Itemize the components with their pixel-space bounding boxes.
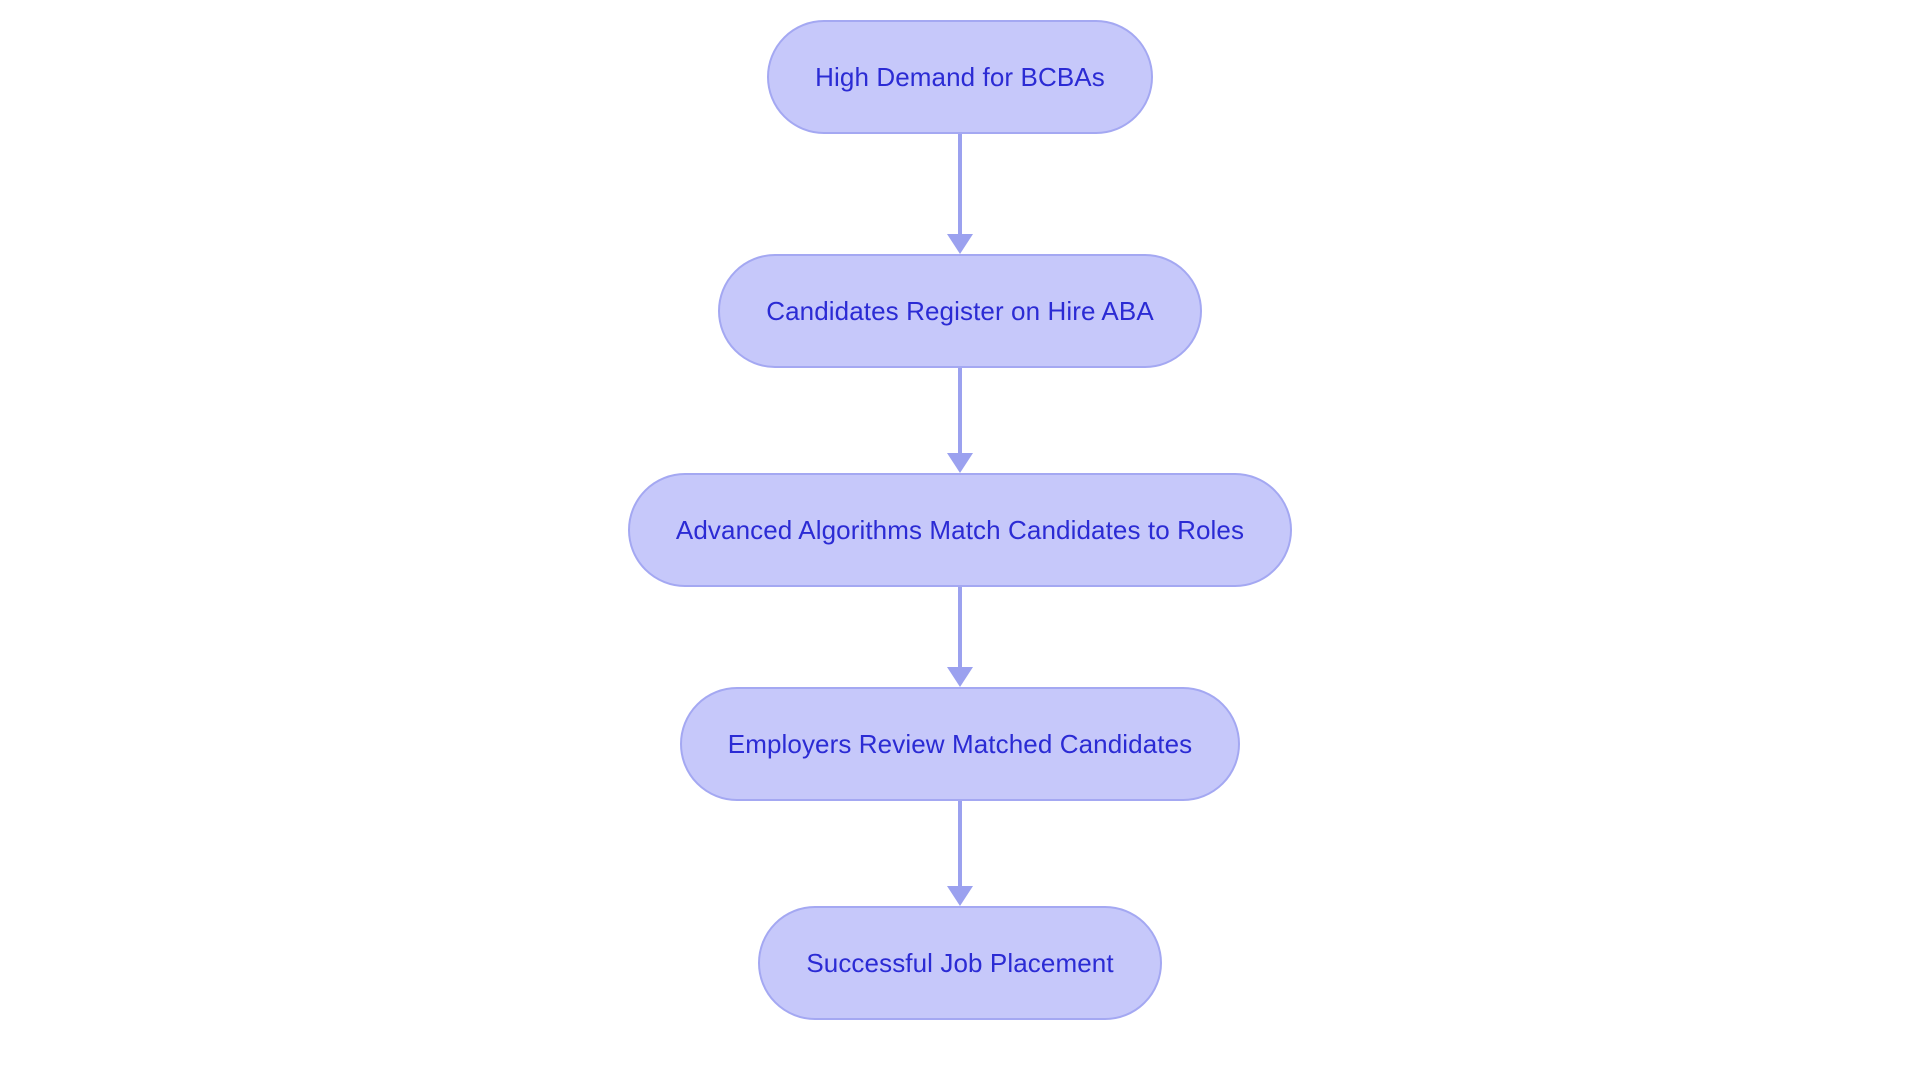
flow-node-5[interactable]: Successful Job Placement bbox=[758, 906, 1162, 1020]
flow-connector-2-to-3 bbox=[947, 368, 973, 473]
flow-node-1[interactable]: High Demand for BCBAs bbox=[767, 20, 1153, 134]
flow-connector-3-to-4 bbox=[947, 587, 973, 687]
flow-node-5-label: Successful Job Placement bbox=[806, 948, 1114, 978]
connector-line-icon bbox=[958, 587, 962, 667]
flow-node-4-label: Employers Review Matched Candidates bbox=[727, 729, 1193, 759]
connector-line-icon bbox=[958, 134, 962, 234]
connector-line-icon bbox=[958, 368, 962, 453]
flow-node-2-label: Candidates Register on Hire ABA bbox=[766, 296, 1154, 326]
arrow-down-icon bbox=[947, 234, 973, 254]
connector-line-icon bbox=[958, 801, 962, 886]
arrow-down-icon bbox=[947, 886, 973, 906]
flow-node-4[interactable]: Employers Review Matched Candidates bbox=[679, 687, 1241, 801]
flow-node-1-label: High Demand for BCBAs bbox=[815, 62, 1105, 92]
flow-node-3-label: Advanced Algorithms Match Candidates to … bbox=[675, 515, 1245, 545]
flow-connector-1-to-2 bbox=[947, 134, 973, 254]
arrow-down-icon bbox=[947, 453, 973, 473]
arrow-down-icon bbox=[947, 667, 973, 687]
flow-node-3[interactable]: Advanced Algorithms Match Candidates to … bbox=[627, 473, 1293, 587]
flow-node-2[interactable]: Candidates Register on Hire ABA bbox=[718, 254, 1202, 368]
flow-connector-4-to-5 bbox=[947, 801, 973, 906]
